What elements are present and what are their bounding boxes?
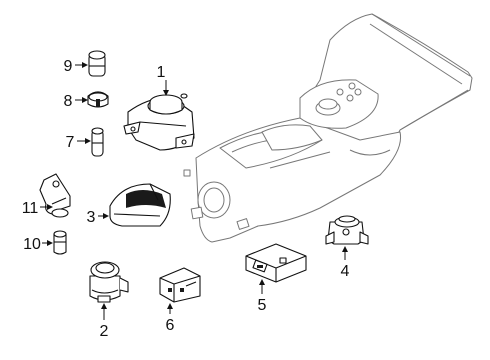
callout-8-label: 8	[64, 93, 73, 110]
part-1-controller-assembly	[123, 93, 195, 151]
part-2-rotary-switch	[89, 261, 129, 303]
callout-3-label: 3	[87, 209, 96, 226]
callout-5-label: 5	[258, 297, 267, 314]
part-5-connector-module	[245, 243, 307, 283]
callout-7-label: 7	[66, 134, 75, 151]
callout-2-label: 2	[100, 323, 109, 340]
callout-1-label: 1	[157, 64, 166, 81]
center-console	[183, 13, 473, 243]
part-6-switch-block	[159, 267, 201, 303]
callout-4: 4	[341, 246, 350, 280]
callout-5: 5	[258, 279, 267, 314]
part-11-bracket	[39, 173, 71, 218]
part-9-knob-cap	[88, 50, 106, 77]
part-10-small-cylinder	[53, 230, 67, 255]
part-4-knob-base	[325, 215, 369, 245]
part-7-pin	[91, 127, 104, 157]
callout-8: 8	[64, 93, 88, 110]
callout-11-label: 11	[22, 200, 39, 217]
callout-10-label: 10	[23, 236, 41, 253]
callout-7: 7	[66, 134, 91, 151]
callout-6-label: 6	[166, 317, 175, 334]
part-3-shifter-boot	[109, 183, 171, 227]
callout-4-label: 4	[341, 263, 350, 280]
callout-1: 1	[157, 64, 169, 96]
callout-9-label: 9	[64, 58, 73, 75]
callout-11: 11	[22, 200, 53, 217]
callout-9: 9	[64, 58, 88, 75]
part-8-clip-ring	[87, 91, 109, 108]
callout-10: 10	[23, 236, 53, 253]
callout-3: 3	[87, 209, 109, 226]
callout-6: 6	[166, 303, 175, 334]
callout-2: 2	[100, 303, 109, 340]
